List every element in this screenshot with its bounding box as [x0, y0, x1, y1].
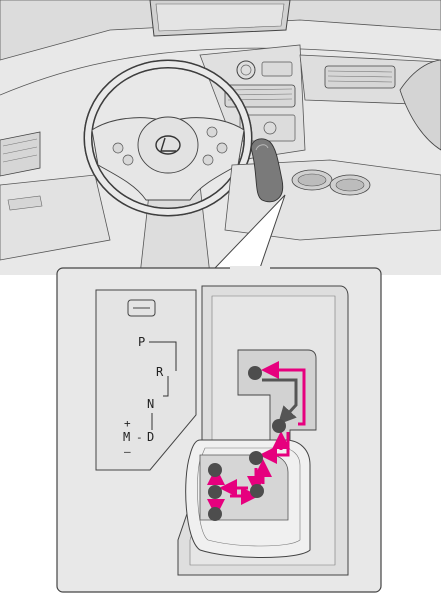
gate-label-d: D [147, 430, 154, 444]
gate-label-plus: + [124, 417, 131, 430]
right-air-vent [299, 54, 441, 151]
gate-label-r: R [156, 365, 164, 379]
center-display [149, 0, 291, 37]
shift-arrow-r-to-p [261, 361, 306, 426]
steering-wheel [83, 59, 253, 217]
left-air-vent [0, 131, 41, 177]
gate-label-m: M [123, 430, 130, 444]
shift-path-arrows [207, 361, 306, 517]
shift-arrow-p-to-r [262, 378, 298, 425]
gate-label-n: N [147, 397, 154, 411]
position-m-minus [208, 507, 222, 521]
control-knob [236, 60, 256, 80]
gate-label-p: P [138, 335, 145, 349]
position-r [272, 419, 286, 433]
position-p [248, 366, 262, 380]
position-m-plus [208, 463, 222, 477]
gate-label-dash: - [136, 431, 143, 444]
lexus-emblem-icon [155, 135, 181, 155]
shift-positions [208, 366, 286, 521]
cup-holders [291, 169, 371, 196]
position-d [250, 484, 264, 498]
gate-label-minus: – [124, 445, 131, 458]
shift-knob [185, 439, 311, 558]
position-m [208, 485, 222, 499]
position-n [249, 451, 263, 465]
shift-gate-housing [177, 285, 349, 576]
shift-indicator-panel: P R N + M - D – [95, 289, 197, 471]
dashboard-illustration [0, 0, 441, 276]
shift-lever [224, 138, 441, 241]
